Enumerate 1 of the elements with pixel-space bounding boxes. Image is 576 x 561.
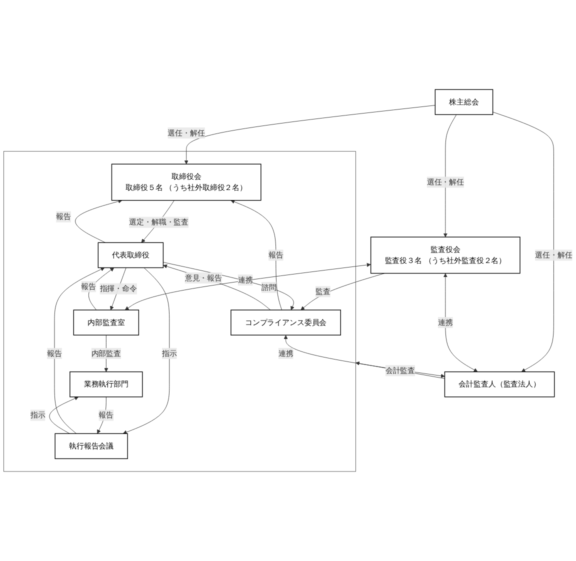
cluster: [3, 151, 356, 472]
